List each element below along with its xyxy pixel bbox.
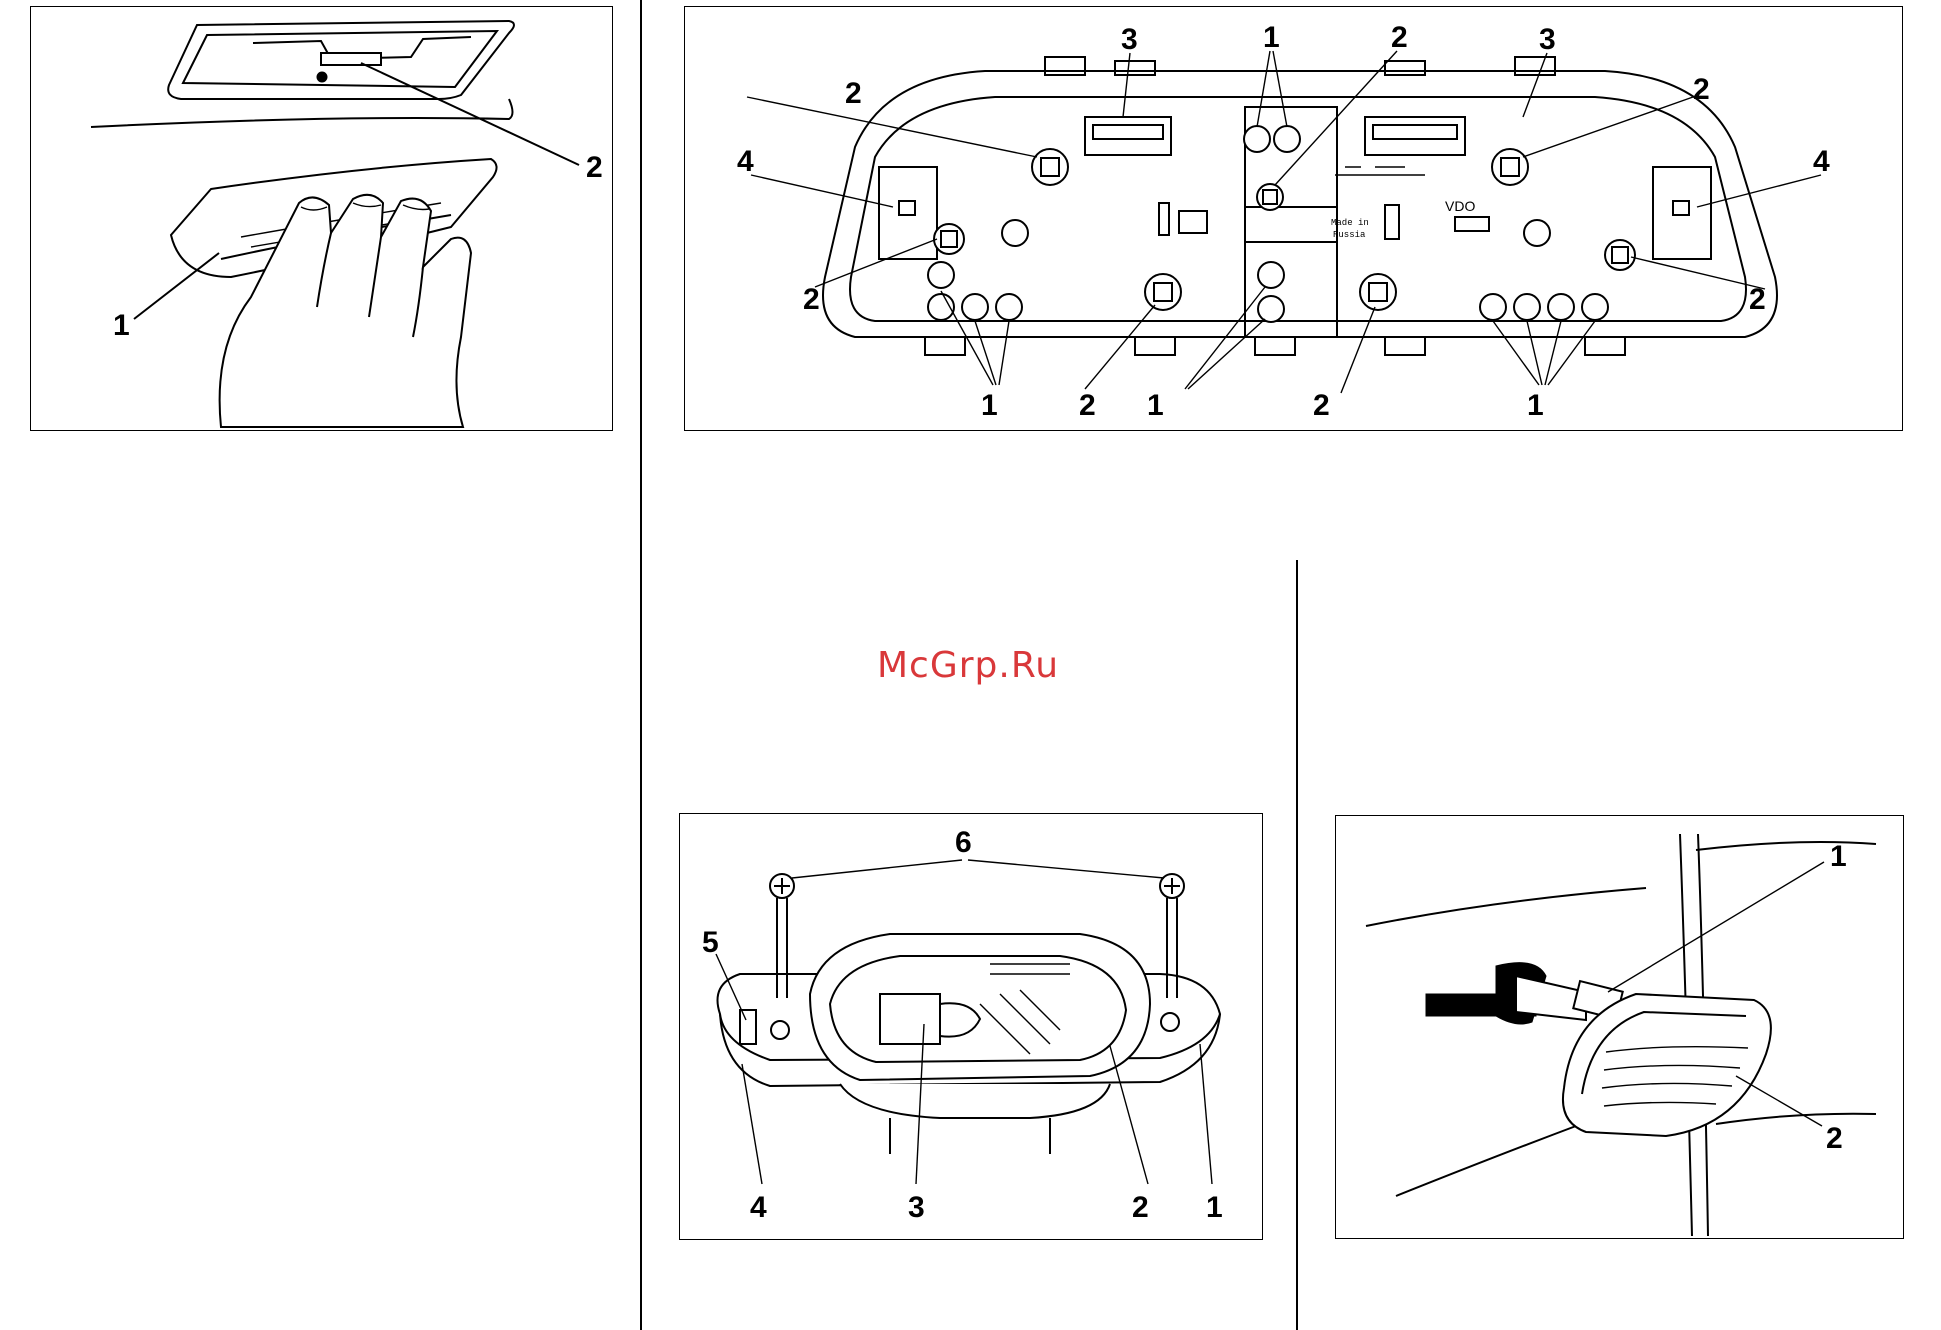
callout-lens: 1: [113, 309, 130, 342]
callout-socket-lower-right: 2: [1749, 283, 1766, 316]
callout-clip: 5: [702, 926, 719, 959]
callout-socket-bottom-center: 2: [1313, 389, 1330, 422]
callout-connector-left: 3: [1121, 23, 1138, 56]
callout-bulbs-right: 1: [1527, 389, 1544, 422]
plate-lamp-drawing: 6 5 4 3 2 1: [680, 814, 1262, 1239]
callout-bulb: 3: [908, 1191, 925, 1224]
callout-base: 4: [750, 1191, 767, 1224]
made-in-label: Made in: [1331, 218, 1369, 228]
figure-side-repeater: 1 2: [1335, 815, 1904, 1239]
russia-label: Russia: [1333, 230, 1366, 240]
callout-ear-left: 4: [737, 145, 754, 178]
callout-socket-lower-left: 2: [803, 283, 820, 316]
callout-bulb: 2: [586, 151, 603, 184]
side-repeater-drawing: 1 2: [1336, 816, 1903, 1238]
callout-socket-upper-left: 2: [845, 77, 862, 110]
figure-plate-lamp: 6 5 4 3 2 1: [679, 813, 1263, 1240]
callout-bulb-holder: 1: [1830, 840, 1847, 873]
column-divider-right: [1296, 560, 1298, 1330]
column-divider-left: [640, 0, 642, 1330]
callout-bulbs-left: 1: [981, 389, 998, 422]
vdo-label: VDO: [1445, 198, 1475, 214]
callout-bulbs-center: 1: [1147, 389, 1164, 422]
callout-repeater-lens: 2: [1826, 1122, 1843, 1155]
callout-socket-upper-right: 2: [1693, 73, 1710, 106]
glovebox-lamp-drawing: 1 2: [31, 7, 612, 430]
figure-glovebox-lamp: 1 2: [30, 6, 613, 431]
instrument-cluster-drawing: Made in Russia VDO 3 1 2 3 2 2: [685, 7, 1902, 430]
callout-ear-right: 4: [1813, 145, 1830, 178]
watermark: McGrp.Ru: [877, 645, 1059, 686]
callout-bulb-top: 1: [1263, 21, 1280, 54]
callout-socket-bottom-left: 2: [1079, 389, 1096, 422]
callout-housing: 1: [1206, 1191, 1223, 1224]
callout-connector-right: 3: [1539, 23, 1556, 56]
callout-socket-top: 2: [1391, 21, 1408, 54]
callout-screws: 6: [955, 826, 972, 859]
figure-instrument-cluster: Made in Russia VDO 3 1 2 3 2 2: [684, 6, 1903, 431]
callout-lens: 2: [1132, 1191, 1149, 1224]
